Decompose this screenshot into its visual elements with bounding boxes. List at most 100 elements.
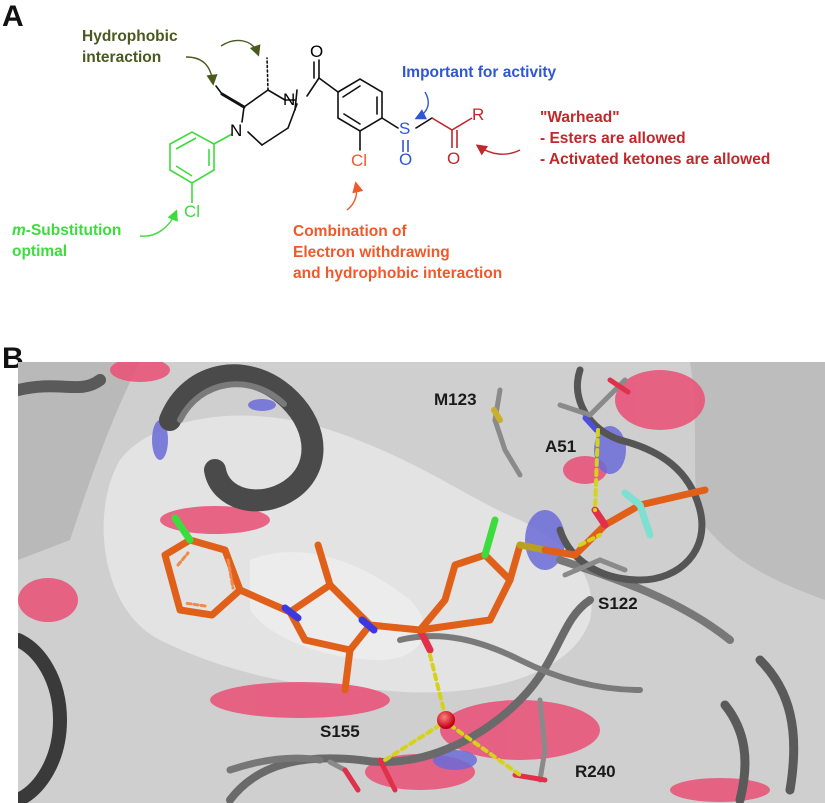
panel-a-letter: A (2, 0, 24, 33)
hbond-carbonyl-water (428, 653, 447, 717)
protein-surface-background (18, 362, 825, 803)
panel-a-structure (139, 39, 521, 237)
atom-o-ketone: O (447, 149, 461, 168)
ligand-cf3 (636, 486, 709, 509)
oxygen-patch-9 (563, 456, 607, 484)
water-molecule (437, 711, 455, 729)
annotation-important: Important for activity (402, 64, 557, 81)
ligand-ring-inner (176, 551, 235, 608)
ligand-cl-bond (171, 514, 194, 544)
annotation-msubstitution-line2: optimal (12, 243, 68, 260)
oxygen-patch-2 (18, 578, 78, 622)
r240-stick (537, 697, 548, 783)
nitrogen-patch-4 (248, 399, 276, 411)
piperazine-ring (241, 90, 285, 146)
ligand-chlorophenyl-ring (161, 536, 244, 619)
residue-label-r240: R240 (575, 762, 616, 781)
coil-mid (397, 633, 643, 693)
annotation-combination-line1: Combination of (293, 223, 407, 240)
coil-far-right-2 (720, 700, 750, 803)
coil-left-lower (18, 633, 68, 803)
atom-s: S (399, 119, 411, 138)
ligand-piperazine (286, 581, 374, 654)
hbond-s122 (578, 533, 602, 547)
ligand-carbonyl-o (416, 626, 434, 654)
oxygen-patch-6 (615, 370, 705, 430)
pocket-deep (250, 552, 425, 660)
ligand-chain (541, 546, 579, 559)
coil-bottom-left (226, 754, 324, 774)
annotation-combination-line2: Electron withdrawing (293, 244, 450, 261)
panel-b-letter: B (2, 342, 24, 375)
helix-ribbon (159, 364, 324, 512)
binding-pocket (103, 415, 592, 693)
residue-label-s122: S122 (598, 594, 638, 613)
ligand-aryl-n (236, 586, 294, 616)
ligand-cl2 (481, 516, 499, 559)
nitrogen-patch-3 (594, 426, 626, 474)
s155-stick (327, 759, 361, 793)
nitrogen-patch-2 (525, 510, 565, 570)
annotation-msubstitution-text: -Substitution (25, 222, 122, 239)
ligand-amide (366, 621, 424, 634)
oxygen-patch-5 (440, 700, 600, 760)
ligand-chain-3 (601, 501, 644, 529)
m123-stick (492, 387, 523, 478)
a51-stick (557, 377, 628, 418)
annotation-msubstitution: m-Substitution optimal (12, 220, 121, 262)
atom-cl-phenyl: Cl (184, 202, 201, 221)
ligand-methyl (341, 646, 354, 694)
coil-right (556, 556, 734, 644)
annotation-msubstitution-prefix: m (12, 222, 26, 239)
oxygen-patch-1 (160, 506, 270, 534)
oxygen-patch-7 (365, 754, 475, 790)
a51-n (582, 415, 599, 433)
annotation-combination-line3: and hydrophobic interaction (293, 265, 503, 282)
ligand-cf3-f2 (636, 501, 654, 539)
surface-shadow-right (690, 362, 825, 600)
atom-n-top: N (283, 90, 296, 109)
helix-ribbon-highlight (177, 381, 287, 423)
atom-cl-aryl: Cl (351, 151, 368, 170)
residue-label-m123: M123 (434, 390, 477, 409)
ligand-ketone-o (591, 506, 609, 529)
loop-a51 (556, 366, 706, 584)
annotation-warhead-line2: - Esters are allowed (540, 130, 686, 147)
nitrogen-patch-5 (433, 750, 477, 770)
annotation-hydrophobic: Hydrophobic interaction (82, 26, 178, 68)
ligand-to-s (506, 541, 524, 584)
coil-top-left (18, 374, 106, 396)
ligand-chain-2 (571, 521, 609, 559)
annotation-warhead-line3: - Activated ketones are allowed (540, 151, 771, 168)
ligand-n2 (358, 616, 378, 634)
residue-label-s155: S155 (320, 722, 360, 741)
m123-sulfur (491, 407, 503, 423)
r240-o (512, 772, 548, 783)
residue-stick-2 (377, 757, 398, 793)
hbond-water-r240 (448, 723, 522, 777)
annotation-hydrophobic-line2: interaction (82, 49, 162, 66)
s155-o (342, 767, 361, 793)
hbond-a51 (593, 428, 600, 512)
oxygen-patch-4 (210, 682, 390, 718)
ligand-s (516, 541, 549, 554)
nitrogen-patch-1 (152, 420, 168, 460)
oxygen-patch-8 (670, 778, 770, 802)
coil-far-right (755, 655, 799, 795)
ligand-benzene (416, 551, 514, 634)
a51-o (607, 377, 631, 395)
coil-bottom (226, 596, 594, 803)
residue-label-a51: A51 (545, 437, 577, 456)
atom-r: R (472, 105, 485, 124)
atom-o-sulfoxide: O (399, 150, 413, 169)
hbond-water-s155 (383, 723, 442, 762)
surface-shadow-left (18, 362, 140, 560)
atom-o-carbonyl: O (310, 42, 324, 61)
s122-stick (562, 557, 628, 578)
ligand-ethyl (314, 541, 334, 589)
ligand-n1 (281, 604, 302, 622)
annotation-warhead: "Warhead" - Esters are allowed - Activat… (540, 107, 770, 170)
annotation-warhead-line1: "Warhead" (540, 109, 620, 126)
ligand-cf3-f1 (621, 489, 644, 509)
annotation-hydrophobic-line1: Hydrophobic (82, 28, 178, 45)
